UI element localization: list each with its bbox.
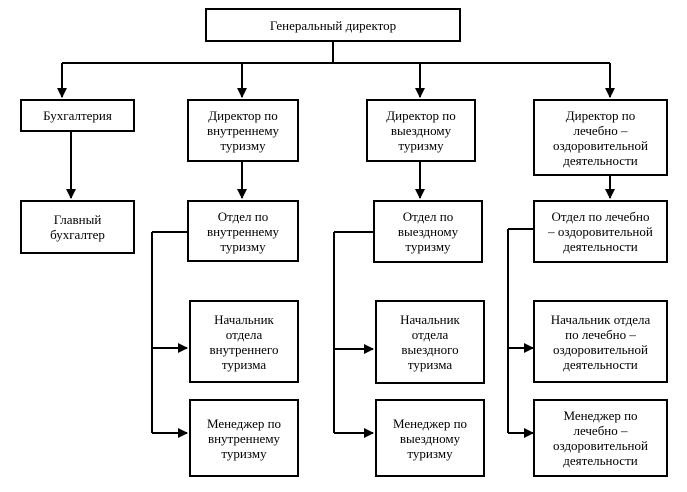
box-general-director: Генеральный директор: [205, 8, 461, 42]
box-director-outbound: Директор по выездному туризму: [366, 99, 476, 162]
box-head-outbound: Начальник отдела выездного туризма: [375, 300, 485, 384]
box-head-inbound: Начальник отдела внутреннего туризма: [189, 300, 299, 383]
box-chief-accountant: Главный бухгалтер: [20, 200, 135, 254]
box-dept-outbound: Отдел по выездному туризму: [373, 200, 483, 263]
box-head-health: Начальник отдела по лечебно – оздоровите…: [533, 300, 668, 383]
box-accounting: Бухгалтерия: [20, 99, 135, 132]
box-manager-inbound: Менеджер по внутреннему туризму: [189, 399, 299, 477]
box-dept-inbound: Отдел по внутреннему туризму: [187, 200, 299, 262]
box-manager-health: Менеджер по лечебно – оздоровительной де…: [533, 399, 668, 477]
box-dept-health: Отдел по лечебно – оздоровительной деяте…: [533, 200, 668, 263]
box-manager-outbound: Менеджер по выездному туризму: [375, 399, 485, 477]
box-director-inbound: Директор по внутреннему туризму: [187, 99, 299, 162]
box-director-health: Директор по лечебно – оздоровительной де…: [533, 99, 668, 176]
